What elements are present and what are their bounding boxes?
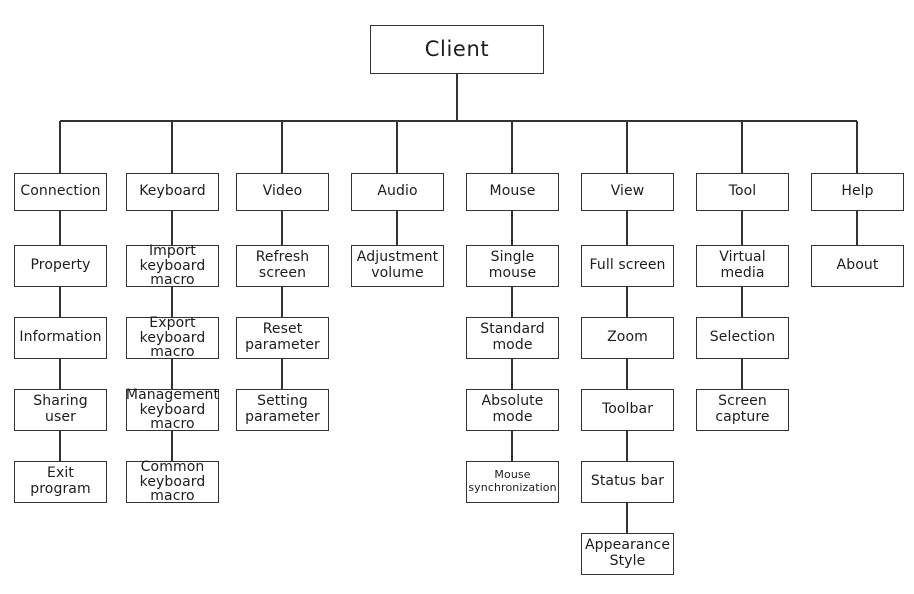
child-connector-exit-program [59, 431, 61, 461]
item-node-exit-program[interactable]: Exit program [14, 461, 107, 503]
child-connector-zoom [626, 287, 628, 317]
item-node-adjustment-volume[interactable]: Adjustment volume [351, 245, 444, 287]
item-node-virtual-media[interactable]: Virtual media [696, 245, 789, 287]
menu-node-keyboard[interactable]: Keyboard [126, 173, 219, 211]
child-connector-refresh-screen [281, 211, 283, 245]
child-connector-appearance-style [626, 503, 628, 533]
item-node-single-mouse[interactable]: Single mouse [466, 245, 559, 287]
menu-node-tool[interactable]: Tool [696, 173, 789, 211]
child-connector-virtual-media [741, 211, 743, 245]
item-node-common-keyboard-macro[interactable]: Common keyboard macro [126, 460, 219, 504]
child-connector-screen-capture [741, 359, 743, 389]
child-connector-export-keyboard-macro [171, 287, 173, 317]
item-node-selection[interactable]: Selection [696, 317, 789, 359]
child-connector-about [856, 211, 858, 245]
item-node-setting-parameter[interactable]: Setting parameter [236, 389, 329, 431]
item-node-mouse-synchronization[interactable]: Mouse synchronization [466, 461, 559, 503]
branch-drop-connector-connection [59, 121, 61, 173]
child-connector-reset-parameter [281, 287, 283, 317]
root-node-client[interactable]: Client [370, 25, 544, 74]
item-node-refresh-screen[interactable]: Refresh screen [236, 245, 329, 287]
child-connector-information [59, 287, 61, 317]
branch-drop-connector-keyboard [171, 121, 173, 173]
child-connector-toolbar [626, 359, 628, 389]
item-node-property[interactable]: Property [14, 245, 107, 287]
item-node-toolbar[interactable]: Toolbar [581, 389, 674, 431]
child-connector-status-bar [626, 431, 628, 461]
menu-node-help[interactable]: Help [811, 173, 904, 211]
child-connector-import-keyboard-macro [171, 211, 173, 245]
item-node-screen-capture[interactable]: Screen capture [696, 389, 789, 431]
root-stem-connector [456, 74, 458, 121]
branch-drop-connector-audio [396, 121, 398, 173]
child-connector-sharing-user [59, 359, 61, 389]
child-connector-common-keyboard-macro [171, 431, 173, 461]
item-node-management-keyboard-macro[interactable]: Management keyboard macro [125, 386, 220, 433]
child-connector-management-keyboard-macro [171, 359, 173, 389]
branch-drop-connector-tool [741, 121, 743, 173]
menu-node-audio[interactable]: Audio [351, 173, 444, 211]
item-node-zoom[interactable]: Zoom [581, 317, 674, 359]
branch-drop-connector-view [626, 121, 628, 173]
item-node-full-screen[interactable]: Full screen [581, 245, 674, 287]
child-connector-absolute-mode [511, 359, 513, 389]
horizontal-bus-connector [60, 120, 857, 122]
item-node-information[interactable]: Information [14, 317, 107, 359]
child-connector-selection [741, 287, 743, 317]
item-node-import-keyboard-macro[interactable]: Import keyboard macro [126, 244, 219, 288]
menu-node-video[interactable]: Video [236, 173, 329, 211]
child-connector-standard-mode [511, 287, 513, 317]
branch-drop-connector-video [281, 121, 283, 173]
item-node-reset-parameter[interactable]: Reset parameter [236, 317, 329, 359]
child-connector-full-screen [626, 211, 628, 245]
item-node-absolute-mode[interactable]: Absolute mode [466, 389, 559, 431]
item-node-sharing-user[interactable]: Sharing user [14, 389, 107, 431]
menu-node-mouse[interactable]: Mouse [466, 173, 559, 211]
child-connector-single-mouse [511, 211, 513, 245]
item-node-standard-mode[interactable]: Standard mode [466, 317, 559, 359]
child-connector-mouse-synchronization [511, 431, 513, 461]
child-connector-property [59, 211, 61, 245]
item-node-export-keyboard-macro[interactable]: Export keyboard macro [126, 316, 219, 360]
menu-node-connection[interactable]: Connection [14, 173, 107, 211]
branch-drop-connector-mouse [511, 121, 513, 173]
child-connector-setting-parameter [281, 359, 283, 389]
branch-drop-connector-help [856, 121, 858, 173]
item-node-status-bar[interactable]: Status bar [581, 461, 674, 503]
child-connector-adjustment-volume [396, 211, 398, 245]
item-node-appearance-style[interactable]: Appearance Style [581, 533, 674, 575]
item-node-about[interactable]: About [811, 245, 904, 287]
menu-node-view[interactable]: View [581, 173, 674, 211]
